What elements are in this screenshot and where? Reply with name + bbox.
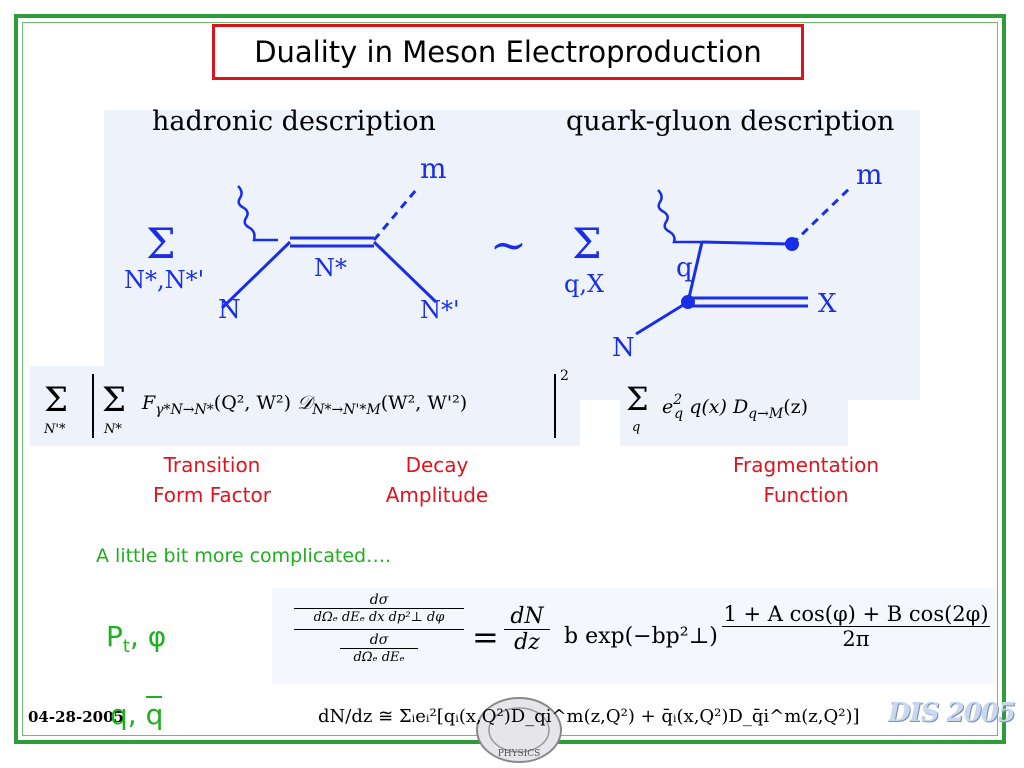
duality-tilde: ~ [490, 220, 527, 271]
label-transition-form-factor: Transition Form Factor [153, 453, 271, 507]
quark-sum-index: q,X [564, 270, 604, 298]
meson-dashed-line [372, 189, 418, 241]
hadronic-label-m: m [420, 152, 447, 185]
diagram-panel [104, 110, 920, 400]
nucleon-vertex-dot [681, 295, 695, 309]
outer-sum-index: N'* [44, 422, 66, 437]
label-fragmentation-function: Fragmentation Function [732, 453, 880, 507]
quark-struck-line [701, 240, 791, 246]
abs-bar-right [554, 374, 556, 438]
formula-left-panel [30, 366, 580, 446]
formula-right-panel [620, 366, 848, 446]
inner-sum-index: N* [104, 422, 122, 437]
nucleon-in-line [220, 240, 292, 310]
formula-right: Σ q e2q q(x) Dq→M(z) [626, 380, 846, 440]
slide-title: Duality in Meson Electroproduction [212, 24, 804, 80]
right-sum-index: q [632, 420, 641, 435]
cross-section-panel [272, 588, 996, 684]
quark-label-n: N [612, 333, 635, 363]
date-label: 04-28-2005 [28, 708, 124, 726]
cross-section-formula: dσ dΩₑ dEₑ dx dp²⊥ dφ dσ dΩₑ dEₑ = dN dz… [278, 592, 994, 680]
quark-label-x: X [818, 289, 837, 319]
hadronic-sum-index: N*,N*' [124, 266, 204, 294]
slide-title-text: Duality in Meson Electroproduction [254, 35, 762, 69]
b-exp-term: b exp(−bp²⊥) [564, 624, 718, 649]
hadronic-sum-symbol: Σ [146, 219, 176, 268]
photon-wavy-line-hadronic [237, 185, 278, 242]
hadronic-label-nstarprime: N*' [420, 296, 460, 324]
abs-power: 2 [560, 368, 569, 384]
quark-sum-symbol: Σ [572, 219, 602, 268]
formula-left: Σ N'* Σ N* Fγ*N→N*(Q², W²) 𝒟N*→N'*M(W², … [40, 368, 580, 442]
quark-diagram [635, 184, 854, 336]
outer-sum: Σ [44, 380, 69, 420]
label-decay-amplitude: Decay Amplitude [385, 453, 489, 507]
qbar-overline [146, 696, 162, 698]
note-more-complicated: A little bit more complicated…. [96, 545, 392, 567]
nucleon-in-line-quark [635, 300, 689, 336]
angular-fraction: 1 + A cos(φ) + B cos(2φ) 2π [722, 602, 990, 651]
hadronic-label-n: N [218, 295, 241, 325]
meson-dashed-line-quark [790, 184, 854, 246]
seal-text: PHYSICS [498, 749, 541, 759]
photon-wavy-line-quark [657, 189, 702, 244]
heading-quark-gluon: quark-gluon description [566, 106, 895, 137]
right-sum: Σ [626, 380, 649, 418]
fragmentation-vertex-dot [785, 237, 799, 251]
inner-sum: Σ [102, 380, 127, 420]
right-terms: e2q q(x) Dq→M(z) [662, 392, 809, 422]
form-factor-term: Fγ*N→N*(Q², W²) 𝒟N*→N'*M(W², W'²) [142, 392, 468, 418]
physics-seal-logo: PHYSICS [476, 697, 562, 763]
hadronic-diagram [220, 185, 438, 310]
dis-2005-logo: DIS 2005 [888, 698, 1016, 728]
equals-sign: = [472, 618, 499, 656]
heading-hadronic: hadronic description [152, 106, 436, 137]
quark-label-m: m [856, 158, 883, 191]
pt-phi-label: Pt, φ [106, 620, 167, 657]
bottom-formula: dN/dz ≅ Σᵢeᵢ²[qᵢ(x,Q²)D_qi^m(z,Q²) + q̄ᵢ… [318, 706, 860, 727]
dn-dz-fraction: dN dz [504, 604, 550, 655]
hadronic-label-nstar: N* [314, 254, 347, 282]
q-qbar-label: q, q [110, 698, 164, 731]
ratio-fraction: dσ dΩₑ dEₑ dx dp²⊥ dφ dσ dΩₑ dEₑ [294, 592, 464, 665]
quark-line [686, 241, 704, 303]
abs-bar-left [92, 374, 94, 438]
quark-label-q: q [676, 253, 693, 283]
nucleon-out-line [372, 240, 438, 304]
